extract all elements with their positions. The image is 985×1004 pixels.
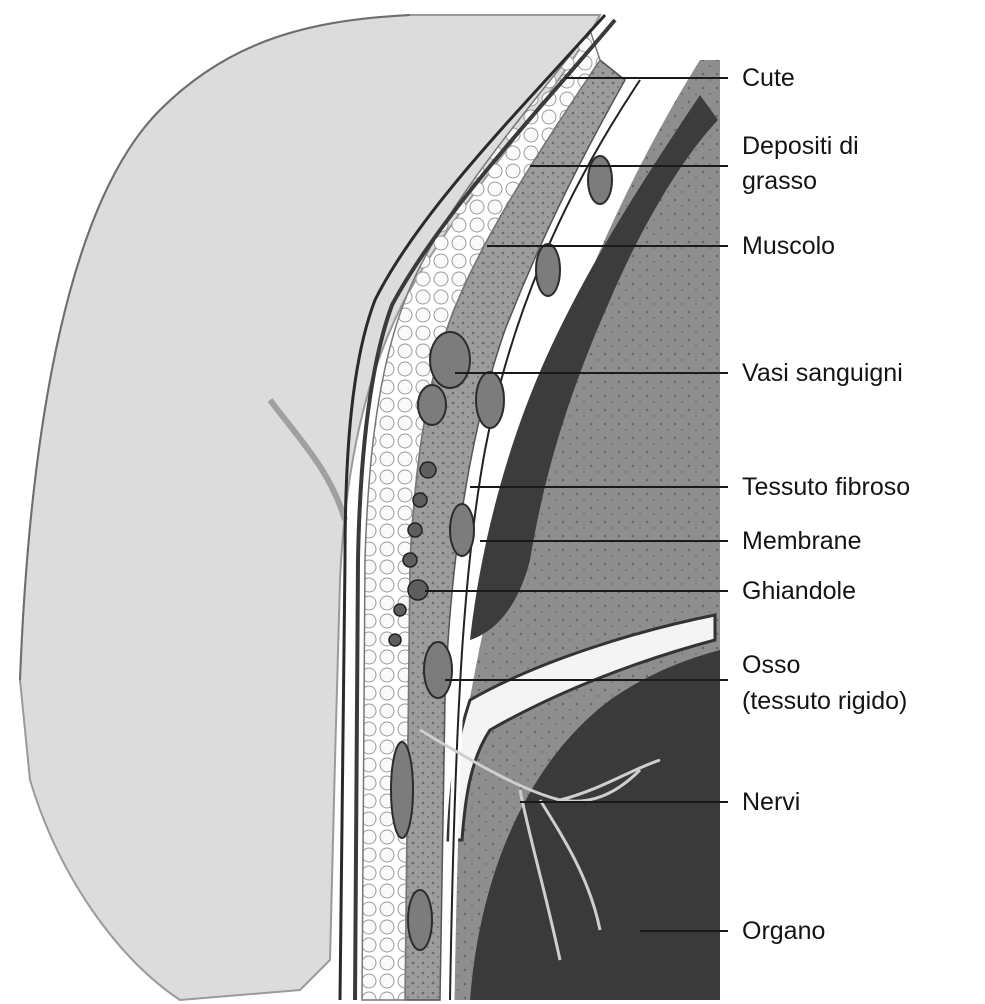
label-vasi-sanguigni: Vasi sanguigni: [742, 358, 903, 388]
label-cute: Cute: [742, 63, 795, 93]
label-organo: Organo: [742, 916, 825, 946]
label-muscolo: Muscolo: [742, 231, 835, 261]
label-nervi: Nervi: [742, 787, 800, 817]
label-depositi-line1: Depositi di: [742, 131, 859, 161]
label-depositi-line2: grasso: [742, 166, 817, 196]
label-tessuto-fibroso: Tessuto fibroso: [742, 472, 910, 502]
label-osso-line2: (tessuto rigido): [742, 686, 907, 716]
label-membrane: Membrane: [742, 526, 862, 556]
label-ghiandole: Ghiandole: [742, 576, 856, 606]
label-osso-line1: Osso: [742, 650, 800, 680]
